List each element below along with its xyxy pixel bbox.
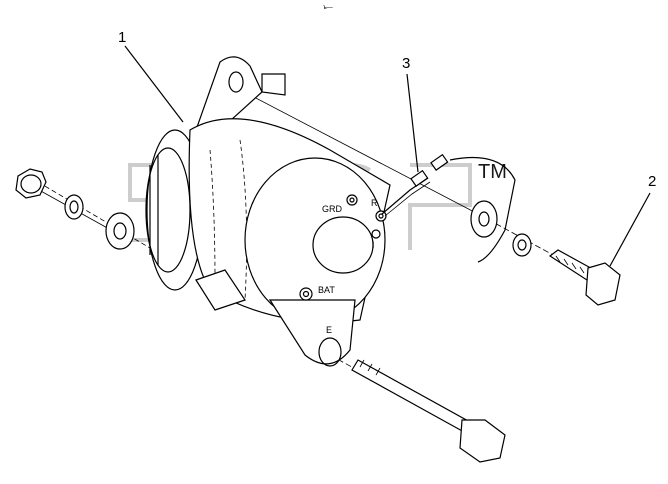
bolt-bottom bbox=[351, 359, 506, 463]
watermark-trademark: TM bbox=[478, 161, 507, 183]
callout-3: 3 bbox=[402, 55, 419, 173]
terminal-stud-grd bbox=[346, 194, 358, 206]
lock-washer-right bbox=[512, 233, 532, 257]
wiring-harness bbox=[381, 153, 516, 263]
lock-washer bbox=[64, 194, 84, 220]
flat-washer-right bbox=[470, 200, 498, 238]
terminal-stud-i bbox=[371, 229, 381, 239]
terminal-label-i: I bbox=[372, 240, 375, 250]
bolt-right bbox=[548, 249, 621, 306]
terminal-label-r: R bbox=[371, 198, 378, 208]
flat-washer-left bbox=[105, 212, 135, 250]
nut bbox=[15, 168, 47, 199]
alternator bbox=[145, 56, 391, 367]
terminal-label-e: E bbox=[326, 325, 332, 335]
header-mark: ъ— bbox=[323, 5, 333, 11]
terminal-stud-bat bbox=[299, 287, 313, 301]
callout-label-1: 1 bbox=[118, 29, 126, 46]
terminal-label-bat: BAT bbox=[318, 285, 335, 295]
callout-label-3: 3 bbox=[402, 55, 410, 72]
callout-2: 2 bbox=[609, 173, 656, 267]
terminal-label-grd: GRD bbox=[322, 204, 343, 214]
callout-1: 1 bbox=[118, 29, 184, 123]
callout-label-2: 2 bbox=[648, 173, 656, 190]
